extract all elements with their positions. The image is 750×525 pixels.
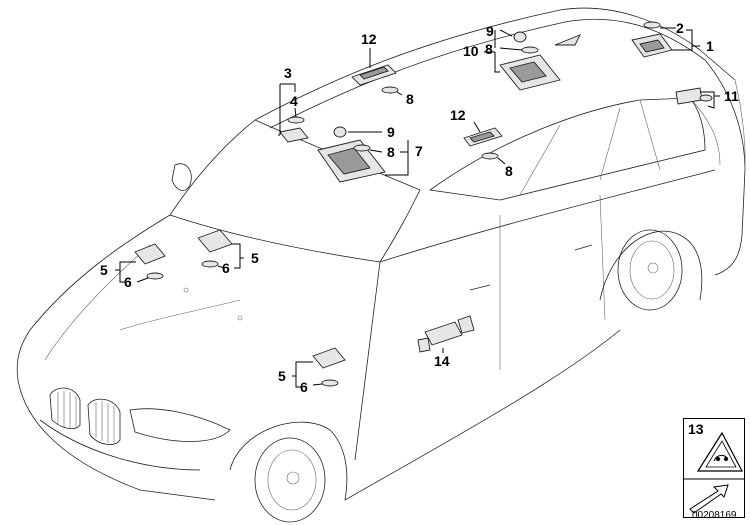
callout-4: 4 (290, 93, 298, 109)
callout-12-mid: 12 (450, 107, 466, 123)
callout-6-door: 6 (300, 379, 308, 395)
callout-8-center: 8 (505, 163, 513, 179)
callout-8-top: 8 (406, 91, 414, 107)
legend-number: 13 (688, 421, 704, 437)
warning-triangle-icon (684, 431, 744, 514)
callout-5-door: 5 (278, 368, 286, 384)
callout-9-roof: 9 (486, 23, 494, 39)
callout-2: 2 (676, 20, 684, 36)
callouts: 1 2 3 4 5 5 5 6 6 6 7 8 8 8 8 9 9 10 11 … (100, 20, 739, 395)
car-outline (16, 7, 746, 523)
callout-7: 7 (415, 143, 423, 159)
callout-11: 11 (724, 88, 739, 104)
legend-box-13: 13 (683, 418, 745, 518)
callout-12-top: 12 (361, 31, 377, 47)
callout-5-right: 5 (251, 250, 259, 266)
leader-lines (115, 27, 720, 388)
callout-8-roof: 8 (485, 41, 493, 57)
drawing-number: 00208169 (692, 510, 737, 521)
callout-10: 10 (463, 43, 479, 59)
parts (134, 21, 713, 387)
callout-3: 3 (284, 65, 292, 81)
callout-5-left: 5 (100, 262, 108, 278)
callout-14: 14 (434, 353, 450, 369)
callout-6-right: 6 (222, 260, 230, 276)
callout-9-mid: 9 (387, 124, 395, 140)
callout-8-mid: 8 (387, 144, 395, 160)
callout-1: 1 (706, 38, 714, 54)
callout-6-left: 6 (124, 274, 132, 290)
